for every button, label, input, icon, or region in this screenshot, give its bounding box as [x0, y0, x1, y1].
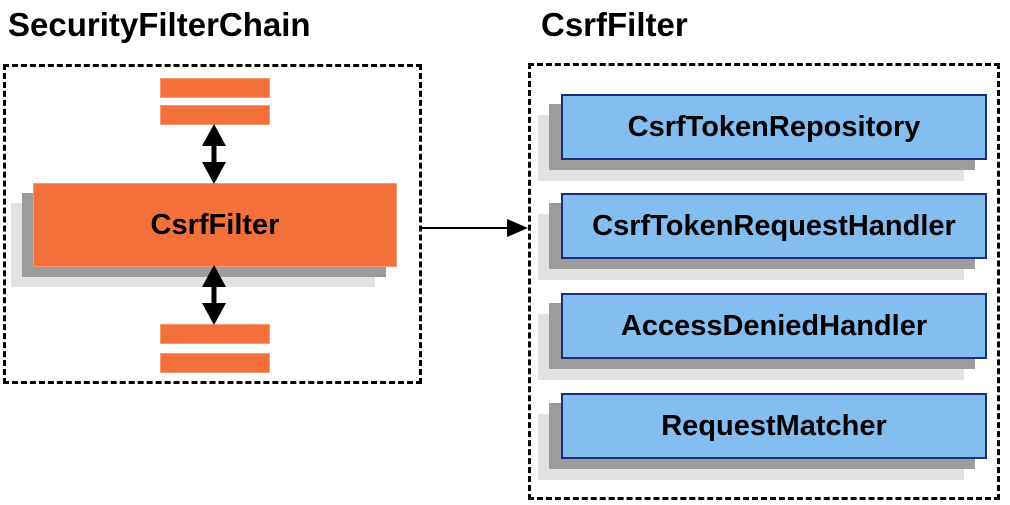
- security-filter-chain-title: SecurityFilterChain: [8, 6, 311, 43]
- component-box-csrf-token-repository: CsrfTokenRepository: [561, 94, 987, 160]
- flow-arrow-icon: [421, 219, 528, 237]
- component-box-access-denied-handler: AccessDeniedHandler: [561, 293, 987, 359]
- csrf-filter-title: CsrfFilter: [541, 6, 688, 43]
- bidirectional-arrow-icon: [202, 265, 226, 325]
- component-box-csrf-token-request-handler: CsrfTokenRequestHandler: [561, 193, 987, 259]
- component-label: CsrfTokenRequestHandler: [592, 209, 956, 242]
- security-filter-chain-container: [3, 64, 422, 384]
- csrf-filter-container: [528, 63, 1000, 500]
- component-label: CsrfTokenRepository: [627, 110, 921, 143]
- csrf-filter-box-label: CsrfFilter: [150, 208, 280, 241]
- component-label: RequestMatcher: [661, 409, 887, 442]
- filter-placeholder-bar: [160, 105, 270, 125]
- filter-placeholder-bar: [160, 324, 270, 344]
- bidirectional-arrow-icon: [202, 124, 226, 184]
- filter-placeholder-bar: [160, 353, 270, 373]
- filter-placeholder-bar: [160, 78, 270, 98]
- component-label: AccessDeniedHandler: [620, 309, 928, 342]
- csrf-filter-box: CsrfFilter: [33, 183, 397, 267]
- component-box-request-matcher: RequestMatcher: [561, 393, 987, 459]
